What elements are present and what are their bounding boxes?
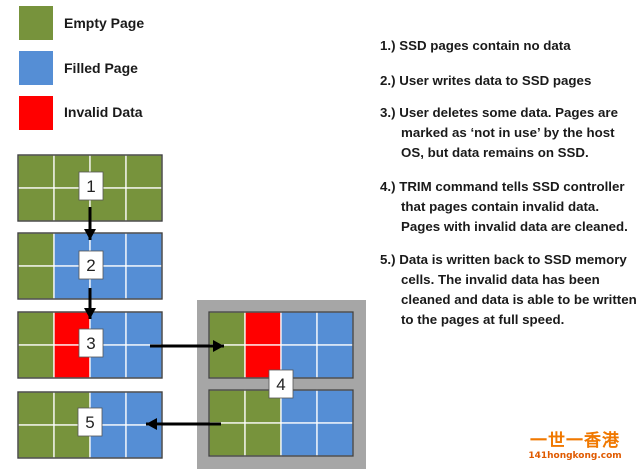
block-5-label: 5: [85, 413, 94, 432]
block-2-label-box: [78, 250, 104, 280]
step-3-text: 3.) User deletes some data. Pages are ma…: [380, 105, 618, 160]
trim-panel-label-box: [268, 369, 294, 399]
block-3-label: 3: [86, 334, 95, 353]
block-1-label-box: [78, 171, 104, 201]
legend-swatch-invalid: [19, 96, 53, 130]
trim-bottom-cell-empty: [208, 389, 246, 424]
arrow-4-to-5-head: [146, 418, 157, 430]
legend-swatch-empty: [19, 6, 53, 40]
block-3-label-box: [78, 328, 104, 358]
legend-label-filled: Filled Page: [64, 60, 138, 76]
trim-top-cell-invalid: [244, 311, 282, 346]
step-5-text: 5.) Data is written back to SSD memory c…: [380, 252, 637, 327]
trim-top-cell-empty: [208, 311, 246, 346]
block-1-cell-empty: [17, 187, 55, 222]
step-1-text: 1.) SSD pages contain no data: [380, 38, 571, 53]
arrow-2-to-3-head: [84, 308, 96, 319]
trim-panel-label: 4: [276, 375, 285, 394]
arrow-3-to-4-head: [213, 340, 224, 352]
block-5-cell-filled: [125, 424, 163, 459]
step-2-text: 2.) User writes data to SSD pages: [380, 73, 592, 88]
block-1-cell-empty: [125, 187, 163, 222]
watermark-chinese: 一世一香港: [530, 431, 620, 451]
block-1-label: 1: [86, 177, 95, 196]
block-1-cell-empty: [17, 154, 55, 189]
block-5-cell-empty: [17, 391, 55, 426]
block-1-cell-empty: [125, 154, 163, 189]
trim-top-cell-filled: [280, 311, 318, 346]
watermark: 一世一香港 141hongkong.com: [512, 426, 638, 461]
trim-bottom-cell-empty: [208, 422, 246, 457]
trim-bottom-cell-empty: [244, 422, 282, 457]
legend-swatch-filled: [19, 51, 53, 85]
block-2-cell-empty: [17, 232, 55, 267]
trim-top-cell-filled: [316, 311, 354, 346]
arrow-1-to-2-head: [84, 229, 96, 240]
step-list: 1.) SSD pages contain no data 2.) User w…: [380, 36, 638, 338]
trim-top-cell-filled: [316, 344, 354, 379]
legend-label-empty: Empty Page: [64, 15, 145, 31]
step-4-text: 4.) TRIM command tells SSD controller th…: [380, 179, 628, 234]
block-2-cell-empty: [17, 265, 55, 300]
block-3-cell-filled: [125, 344, 163, 379]
block-3-cell-empty: [17, 344, 55, 379]
trim-bottom-cell-filled: [316, 389, 354, 424]
block-3-cell-empty: [17, 311, 55, 346]
block-5-label-box: [77, 407, 103, 437]
block-5-cell-empty: [17, 424, 55, 459]
trim-bottom-cell-filled: [280, 422, 318, 457]
watermark-site: 141hongkong.com: [528, 451, 622, 461]
block-2-label: 2: [86, 256, 95, 275]
legend-label-invalid: Invalid Data: [64, 104, 143, 120]
block-2-cell-filled: [125, 232, 163, 267]
trim-bottom-cell-filled: [316, 422, 354, 457]
block-2-cell-filled: [125, 265, 163, 300]
block-3-cell-filled: [125, 311, 163, 346]
